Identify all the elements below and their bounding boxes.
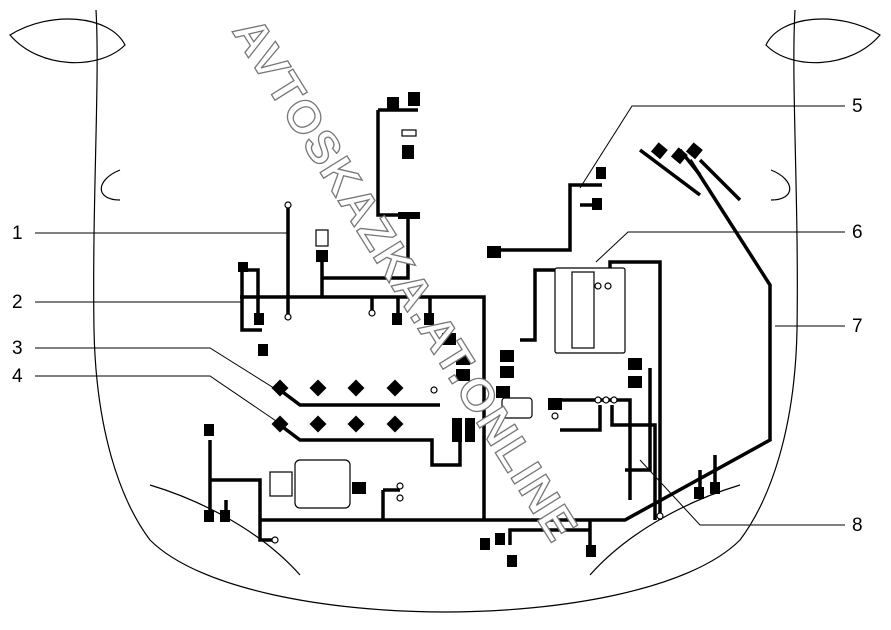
callout-7: 7 — [852, 316, 863, 337]
components — [269, 129, 664, 544]
starter-motor — [294, 459, 351, 509]
harness-wires — [208, 108, 772, 548]
connectors — [204, 92, 720, 567]
callout-3: 3 — [12, 338, 23, 359]
callout-8: 8 — [852, 515, 863, 536]
callout-4: 4 — [12, 366, 23, 387]
callout-5: 5 — [852, 96, 863, 117]
callout-6: 6 — [852, 222, 863, 243]
callout-1: 1 — [12, 223, 23, 244]
callout-2: 2 — [12, 292, 23, 313]
